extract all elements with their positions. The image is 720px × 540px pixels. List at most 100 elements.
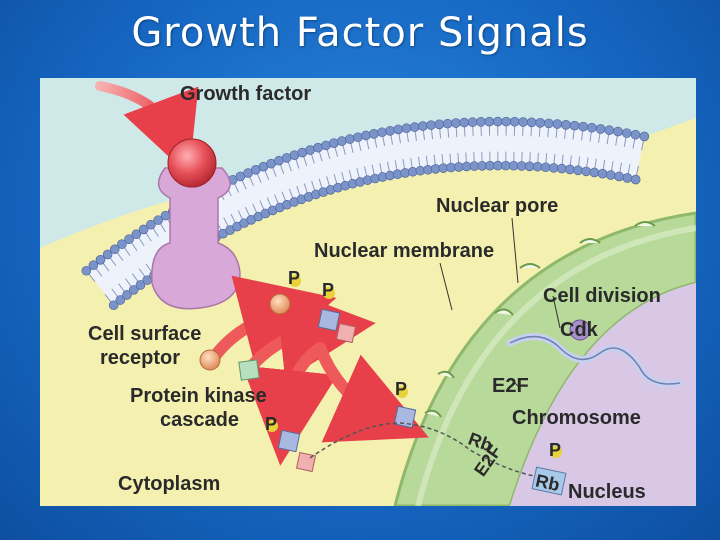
- lipid-head: [492, 116, 503, 127]
- lipid-head: [613, 126, 623, 137]
- lipid-head: [385, 126, 395, 136]
- lipid-head: [434, 119, 445, 130]
- lipid-head: [467, 117, 478, 127]
- lipid-head: [548, 163, 559, 173]
- lipid-head: [153, 215, 163, 225]
- lipid-head: [361, 130, 371, 141]
- lipid-head: [377, 127, 387, 138]
- lipid-head: [138, 224, 149, 235]
- slide-title: Growth Factor Signals: [131, 10, 589, 56]
- lipid-head: [321, 140, 331, 151]
- phosphate-labels: P P P P P: [265, 268, 562, 460]
- kinase-square-3: [238, 359, 260, 381]
- lipid-head: [442, 118, 453, 129]
- lipid-head: [81, 265, 92, 276]
- lipid-head: [595, 124, 606, 134]
- label-protein-kinase: Protein kinase: [130, 385, 267, 407]
- label-cascade: cascade: [160, 409, 239, 431]
- lipid-head: [604, 125, 615, 136]
- label-chromosome: Chromosome: [512, 407, 641, 429]
- label-cytoplasm: Cytoplasm: [118, 473, 220, 495]
- lipid-head: [509, 116, 520, 127]
- lipid-head: [508, 160, 519, 171]
- phosphate-label: P: [549, 440, 561, 460]
- lipid-head: [313, 142, 323, 153]
- label-rb: Rb: [534, 470, 562, 495]
- lipid-head: [540, 162, 551, 173]
- lipid-head: [622, 173, 633, 183]
- lipid-head: [605, 170, 616, 180]
- cascade-arrow-4: [314, 342, 429, 443]
- label-nucleus: Nucleus: [568, 481, 646, 503]
- phosphate-label: P: [395, 379, 407, 399]
- lipid-head: [128, 285, 139, 295]
- label-nuclear-membrane: Nuclear membrane: [314, 240, 494, 262]
- lipid-head: [561, 120, 571, 130]
- lipid-head: [597, 168, 608, 179]
- kinase-square-2: [335, 322, 357, 344]
- label-cell-division: Cell division: [543, 285, 661, 307]
- lipid-head: [401, 123, 412, 134]
- lipid-head: [109, 244, 120, 255]
- lipid-head: [614, 171, 624, 182]
- label-growth-factor: Growth factor: [180, 83, 311, 105]
- lipid-head: [589, 167, 600, 178]
- kinase-square-6: [393, 405, 417, 429]
- lipid-head: [124, 234, 134, 244]
- lipid-head: [501, 116, 512, 127]
- lipid-head: [345, 134, 355, 144]
- kinase-ball-1: [199, 349, 221, 371]
- growth-factor-arrow: [95, 81, 199, 176]
- lipid-head: [426, 120, 436, 130]
- lipid-head: [393, 124, 404, 135]
- lipid-head: [581, 166, 591, 177]
- kinase-square-4: [277, 429, 301, 453]
- growth-factor-ball: [167, 138, 217, 188]
- lipid-head: [516, 161, 527, 171]
- lipid-head: [418, 121, 428, 131]
- lipid-head: [476, 117, 486, 127]
- lipid-head: [556, 163, 567, 174]
- lipid-head: [587, 122, 597, 133]
- lipid-head: [131, 229, 142, 240]
- lipid-head: [409, 122, 420, 132]
- lipid-head: [102, 249, 113, 260]
- receptor-shape: [151, 167, 241, 310]
- lipid-head: [639, 131, 650, 142]
- lipid-head: [451, 118, 461, 128]
- lipid-head: [569, 120, 580, 131]
- lipid-head: [135, 280, 146, 290]
- lipid-head: [524, 161, 535, 172]
- lipid-head: [532, 161, 543, 172]
- lipid-head: [369, 129, 379, 139]
- phosphate-label: P: [288, 268, 300, 288]
- cascade-arrow-3: [242, 342, 338, 466]
- lipid-head: [459, 117, 470, 128]
- lipid-head: [353, 132, 363, 143]
- lipid-head: [337, 136, 347, 146]
- signaling-diagram: P P P P P Growth factor Nuclear pore Nuc…: [40, 78, 696, 506]
- lipid-head: [88, 260, 99, 271]
- lipid-head: [526, 117, 537, 128]
- cdk-ball: [569, 319, 591, 341]
- kinase-ball-2: [269, 293, 291, 315]
- label-e2f: E2F: [492, 375, 529, 397]
- signal-path: [309, 422, 546, 479]
- lipid-head: [115, 295, 126, 305]
- kinase-square-1: [317, 308, 341, 332]
- lipid-head: [565, 164, 575, 175]
- lipid-head: [518, 117, 528, 127]
- lipid-head: [630, 174, 641, 185]
- lipid-head: [95, 255, 106, 265]
- phosphate-label: P: [322, 280, 334, 300]
- lipid-head: [117, 239, 127, 249]
- lipid-head: [630, 129, 641, 140]
- label-cdk: Cdk: [560, 319, 599, 341]
- lipid-head: [621, 128, 632, 138]
- lipid-head: [535, 118, 546, 128]
- lipid-head: [543, 118, 554, 129]
- lipid-head: [329, 138, 339, 148]
- lipid-head: [552, 119, 563, 129]
- lipid-head: [122, 290, 132, 300]
- lipid-head: [146, 219, 156, 230]
